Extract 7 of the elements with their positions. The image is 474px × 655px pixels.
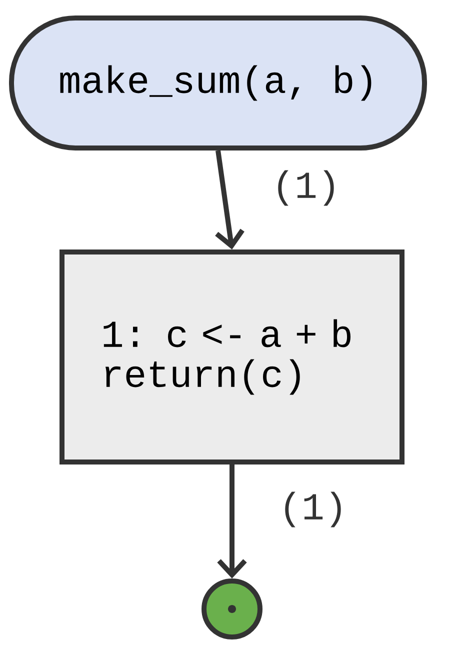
edge-label: (1) [278, 170, 334, 206]
arrow [215, 150, 244, 250]
edge-label: (1) [285, 492, 341, 528]
process-box: 1: c <- a + b return(c) [60, 250, 404, 464]
end-circle [202, 578, 262, 640]
start-terminal: make_sum(a, b) [9, 16, 427, 150]
arrow [217, 464, 247, 578]
